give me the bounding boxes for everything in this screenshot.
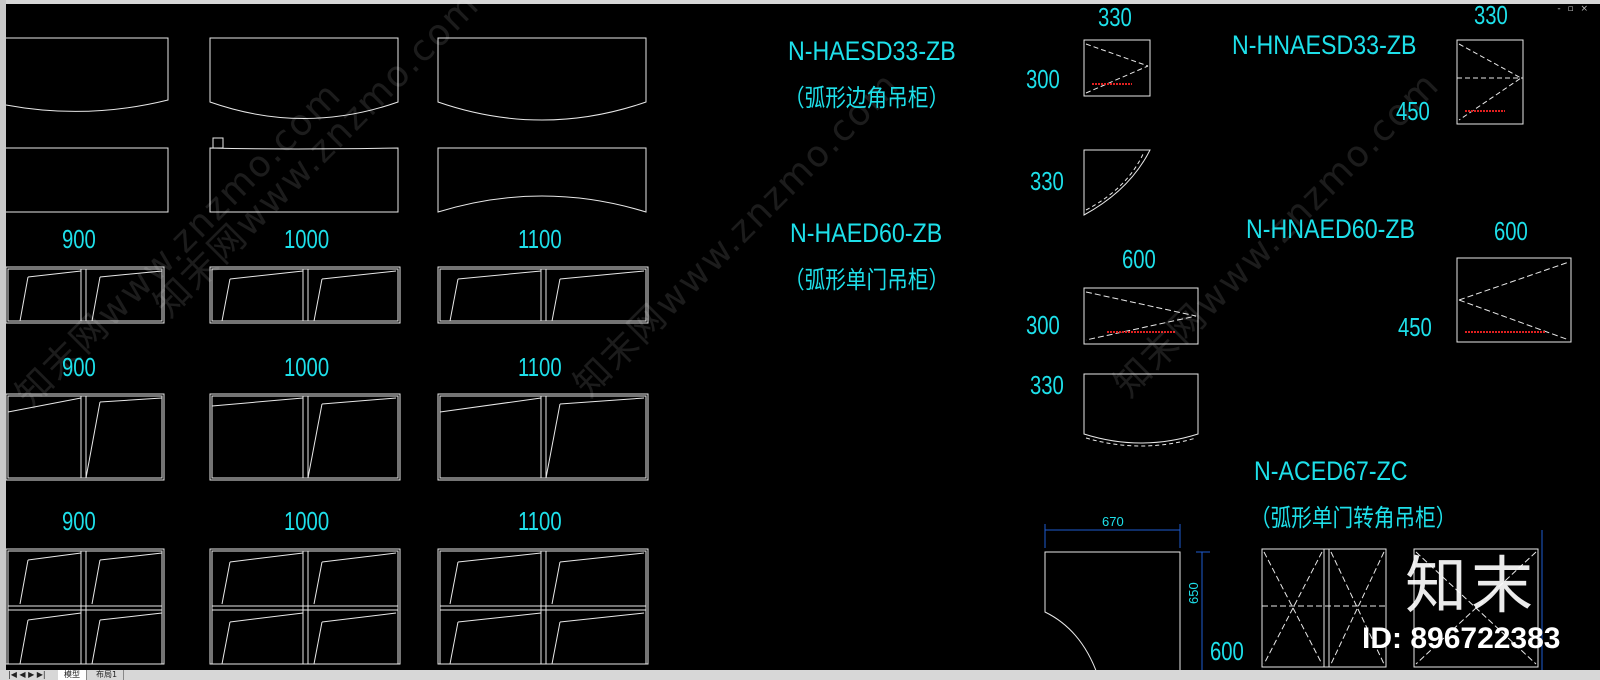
left-edge bbox=[0, 0, 6, 680]
width-label: 900 bbox=[62, 224, 96, 254]
cabinet-row-3 bbox=[5, 548, 649, 665]
title-bar bbox=[0, 0, 1600, 4]
aced67-plan bbox=[1044, 551, 1181, 677]
width-label: 1000 bbox=[284, 224, 330, 254]
width-label: 900 bbox=[62, 352, 96, 382]
dimension-height: 600 bbox=[1210, 636, 1244, 666]
cabinet-code: N-HNAESD33-ZB bbox=[1232, 30, 1417, 60]
dimension-width: 600 bbox=[1122, 244, 1156, 274]
image-id: ID: 896722383 bbox=[1362, 622, 1561, 655]
width-label: 1000 bbox=[284, 352, 330, 382]
width-label: 900 bbox=[62, 506, 96, 536]
hnaesd33-elevation bbox=[1456, 39, 1524, 125]
dimension-side: 650 bbox=[1186, 582, 1201, 604]
dimension-depth: 330 bbox=[1030, 370, 1064, 400]
tab-nav-arrows[interactable]: |◀ ◀ ▶ ▶| bbox=[8, 670, 46, 679]
dimension-height: 450 bbox=[1398, 312, 1432, 342]
width-label: 1100 bbox=[518, 352, 562, 382]
arc-front-a3 bbox=[437, 37, 647, 121]
cabinet-name: （弧形边角吊柜） bbox=[784, 84, 950, 112]
dimension-height: 300 bbox=[1026, 64, 1060, 94]
cabinet-code: N-HAESD33-ZB bbox=[788, 36, 956, 66]
cabinet-code: N-HNAED60-ZB bbox=[1246, 214, 1416, 244]
dimension-width: 330 bbox=[1474, 0, 1508, 30]
cabinet-row-1 bbox=[5, 266, 649, 324]
hnaed60-elevation bbox=[1456, 257, 1572, 343]
width-label: 1100 bbox=[518, 506, 562, 536]
dimension-width: 600 bbox=[1494, 216, 1528, 246]
layout-tab-bar: |◀ ◀ ▶ ▶| 模型 布局1 bbox=[0, 670, 1600, 680]
arc-front-a1 bbox=[5, 37, 169, 112]
dimension-height: 450 bbox=[1396, 96, 1430, 126]
arc-front-b1 bbox=[6, 147, 169, 213]
cabinet-name: （弧形单门转角吊柜） bbox=[1250, 504, 1457, 532]
window-controls[interactable]: - ▫ × bbox=[1557, 4, 1590, 14]
width-label: 1100 bbox=[518, 224, 562, 254]
dimension-top: 670 bbox=[1102, 514, 1124, 529]
snap-marker bbox=[212, 137, 224, 149]
cabinet-name: （弧形单门吊柜） bbox=[784, 266, 950, 294]
dimension-depth: 330 bbox=[1030, 166, 1064, 196]
arc-front-a2 bbox=[209, 37, 399, 119]
cabinet-row-2 bbox=[5, 393, 649, 481]
cabinet-code: N-ACED67-ZC bbox=[1254, 456, 1408, 486]
arc-front-b2 bbox=[209, 147, 399, 213]
tab-model[interactable]: 模型 bbox=[58, 670, 87, 680]
arc-front-b3 bbox=[437, 147, 647, 213]
haesd33-plan bbox=[1083, 149, 1151, 216]
tab-layout1[interactable]: 布局1 bbox=[90, 670, 125, 680]
brand-logo: 知末 bbox=[1405, 549, 1538, 622]
cabinet-code: N-HAED60-ZB bbox=[790, 218, 943, 248]
dimension-width: 330 bbox=[1098, 2, 1132, 32]
aced67-elevation-right bbox=[1413, 548, 1539, 668]
haesd33-elevation bbox=[1083, 39, 1151, 97]
dimension-height: 300 bbox=[1026, 310, 1060, 340]
width-label: 1000 bbox=[284, 506, 330, 536]
haed60-elevation bbox=[1083, 287, 1199, 345]
haed60-plan bbox=[1083, 373, 1199, 444]
